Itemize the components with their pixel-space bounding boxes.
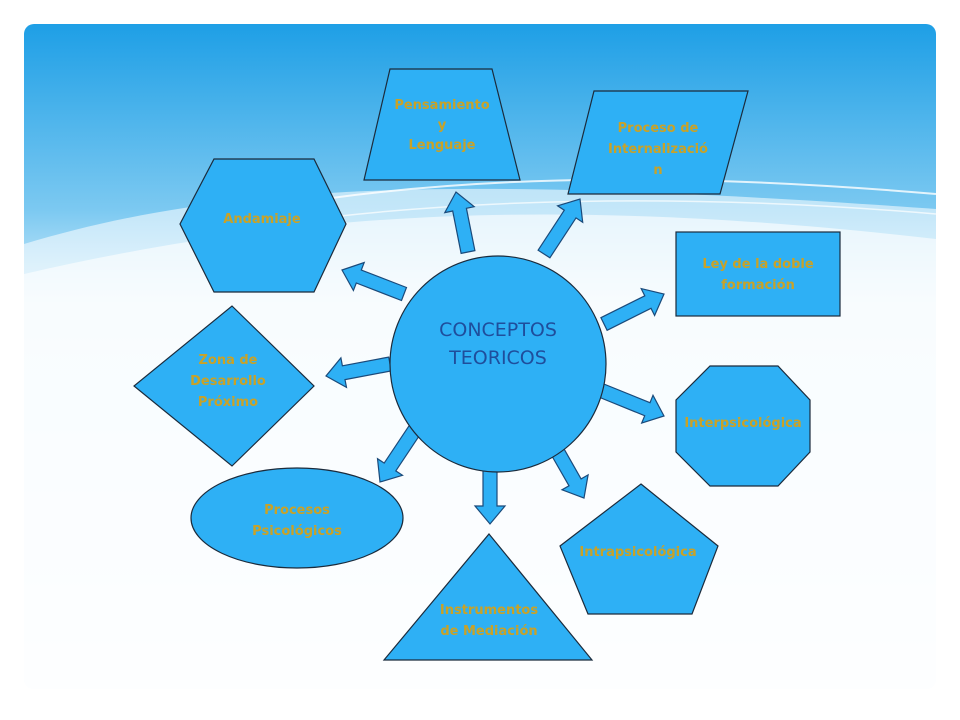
node-andamiaje: Andamiaje bbox=[179, 158, 347, 293]
arrow-to-andamiaje bbox=[341, 261, 408, 302]
node-label-line: Interpsicológica bbox=[684, 416, 801, 431]
node-label-line: Desarrollo bbox=[190, 374, 266, 389]
triangle-shape bbox=[382, 533, 594, 661]
node-label-line: Ley de la doble bbox=[702, 257, 814, 272]
node-label-line: Proceso de bbox=[618, 121, 699, 136]
highlight-line-2 bbox=[273, 200, 936, 225]
arrow-group bbox=[325, 191, 665, 525]
node-pensamiento-lenguaje: Pensamiento y Lenguaje bbox=[363, 68, 521, 181]
node-ley-doble-formacion: Ley de la doble formación bbox=[675, 231, 841, 317]
node-intrapsicologica: Intrapsicológica bbox=[559, 483, 719, 615]
slide-background: CONCEPTOS TEORICOS Pensamiento y Lenguaj… bbox=[24, 24, 936, 689]
node-label-line: Psicológicos bbox=[252, 524, 342, 539]
node-label-line: Zona de bbox=[198, 353, 257, 368]
arrow-to-proceso-internalizacion bbox=[537, 198, 584, 259]
center-label-line-2: TEORICOS bbox=[448, 347, 547, 369]
node-procesos-psicologicos: Procesos Psicológicos bbox=[190, 467, 404, 569]
arrow-to-ley-doble-formacion bbox=[600, 287, 665, 332]
node-label-line: y bbox=[438, 118, 447, 133]
node-label-line: Andamiaje bbox=[223, 212, 301, 227]
diamond-shape bbox=[133, 305, 315, 467]
node-zona-desarrollo-proximo: Zona de Desarrollo Próximo bbox=[133, 305, 315, 467]
arrow-to-interpsicologica bbox=[596, 382, 665, 425]
node-label-line: n bbox=[653, 163, 662, 178]
node-label-line: formación bbox=[721, 278, 795, 293]
node-label-line: Procesos bbox=[264, 503, 330, 518]
rectangle-shape bbox=[675, 231, 841, 317]
parallelogram-shape bbox=[567, 90, 749, 195]
node-label-line: de Mediación bbox=[440, 624, 537, 639]
concept-map-diagram: CONCEPTOS TEORICOS Pensamiento y Lenguaj… bbox=[24, 24, 936, 689]
center-circle bbox=[389, 255, 607, 473]
node-label-line: Lenguaje bbox=[409, 138, 476, 153]
node-label-line: Próximo bbox=[198, 395, 258, 410]
node-interpsicologica: Interpsicológica bbox=[675, 365, 811, 487]
node-label-line: Instrumentos bbox=[440, 603, 538, 618]
center-label-line-1: CONCEPTOS bbox=[439, 319, 557, 341]
arrow-to-procesos-psicologicos bbox=[376, 423, 423, 483]
pentagon-shape bbox=[559, 483, 719, 615]
node-label-line: Intrapsicológica bbox=[579, 545, 696, 560]
node-proceso-internalizacion: Proceso de Internalizació n bbox=[567, 90, 749, 195]
node-label-line: Internalizació bbox=[608, 142, 708, 157]
octagon-shape bbox=[675, 365, 811, 487]
arrow-to-zona-desarrollo-proximo bbox=[325, 356, 393, 389]
node-label-line: Pensamiento bbox=[394, 98, 489, 113]
trapezoid-shape bbox=[363, 68, 521, 181]
ellipse-shape bbox=[190, 467, 404, 569]
hexagon-shape bbox=[179, 158, 347, 293]
arrow-to-pensamiento-lenguaje bbox=[443, 191, 476, 255]
node-instrumentos-mediacion: Instrumentos de Mediación bbox=[382, 533, 594, 661]
